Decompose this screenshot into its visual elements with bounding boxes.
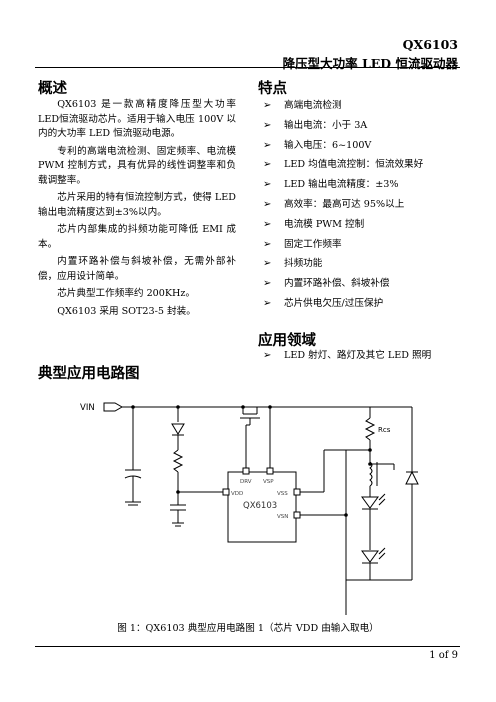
overview-paragraph: 专利的高端电流检测、固定频率、电流模 PWM 控制方式，具有优异的线性调整率和负… — [38, 145, 236, 186]
feature-item: 输出电流：小于 3A — [262, 116, 423, 136]
application-item: LED 射灯、路灯及其它 LED 照明 — [262, 346, 431, 366]
circuit-heading: 典型应用电路图 — [38, 365, 140, 382]
pin-vdd-label: VDD — [231, 491, 243, 497]
vin-label: VIN — [80, 403, 95, 413]
applications-heading: 应用领域 — [258, 332, 316, 349]
footer-rule — [35, 646, 460, 647]
pin-vsp-label: VSP — [263, 479, 274, 485]
vin-port-symbol — [103, 402, 124, 412]
chip-name-label: QX6103 — [243, 501, 277, 511]
footer-page-number: 1 of 9 — [429, 650, 458, 661]
led-symbol — [361, 496, 379, 509]
overview-paragraph: 芯片内部集成的抖频功能可降低 EMI 成本。 — [38, 224, 236, 250]
overview-paragraph: 芯片采用的特有恒流控制方式，使得 LED 输出电流精度达到±3%以内。 — [38, 192, 236, 218]
feature-item: 高端电流检测 — [262, 96, 423, 116]
bias-resistor-symbol — [172, 449, 184, 473]
inductor-symbol — [369, 461, 373, 487]
zener-diode-symbol — [171, 423, 185, 435]
features-heading: 特点 — [258, 80, 287, 97]
header-model: QX6103 — [402, 37, 458, 52]
feature-item: 高效率：最高可达 95%以上 — [262, 195, 423, 215]
overview-paragraph: QX6103 是一款高精度降压型大功率 LED恒流驱动芯片。适用于输入电压 10… — [38, 99, 236, 139]
overview-paragraph: 内置环路补偿与斜坡补偿，无需外部补偿，应用设计简单。 — [38, 256, 236, 282]
led-symbol — [361, 550, 379, 563]
feature-item: 芯片供电欠压/过压保护 — [262, 294, 423, 314]
pin-vss-label: VSS — [277, 491, 288, 497]
freewheel-diode-symbol — [405, 470, 419, 485]
features-list: 高端电流检测 输出电流：小于 3A 输入电压：6~100V LED 均值电流控制… — [262, 96, 423, 314]
feature-item: 内置环路补偿、斜坡补偿 — [262, 274, 423, 294]
overview-paragraph: 芯片典型工作频率约 200KHz。 — [57, 288, 196, 299]
mosfet-symbol — [240, 407, 260, 468]
feature-item: 固定工作频率 — [262, 235, 423, 255]
overview-heading: 概述 — [38, 80, 67, 97]
rcs-label: Rcs — [378, 426, 391, 434]
pin-drv-label: DRV — [240, 479, 252, 485]
feature-item: 电流模 PWM 控制 — [262, 215, 423, 235]
figure-caption: 图 1：QX6103 典型应用电路图 1（芯片 VDD 由输入取电） — [117, 623, 379, 634]
chip-body — [227, 471, 297, 543]
feature-item: LED 输出电流精度：±3% — [262, 175, 423, 195]
rcs-resistor-symbol — [364, 417, 376, 441]
overview-text: QX6103 是一款高精度降压型大功率 LED恒流驱动芯片。适用于输入电压 10… — [38, 98, 236, 322]
applications-list: LED 射灯、路灯及其它 LED 照明 — [262, 346, 431, 366]
feature-item: 输入电压：6~100V — [262, 136, 423, 156]
header-rule — [35, 67, 460, 68]
pin-vsn-label: VSN — [277, 514, 288, 520]
overview-paragraph: QX6103 采用 SOT23-5 封装。 — [57, 305, 196, 317]
feature-item: LED 均值电流控制：恒流效果好 — [262, 155, 423, 175]
feature-item: 抖频功能 — [262, 254, 423, 274]
